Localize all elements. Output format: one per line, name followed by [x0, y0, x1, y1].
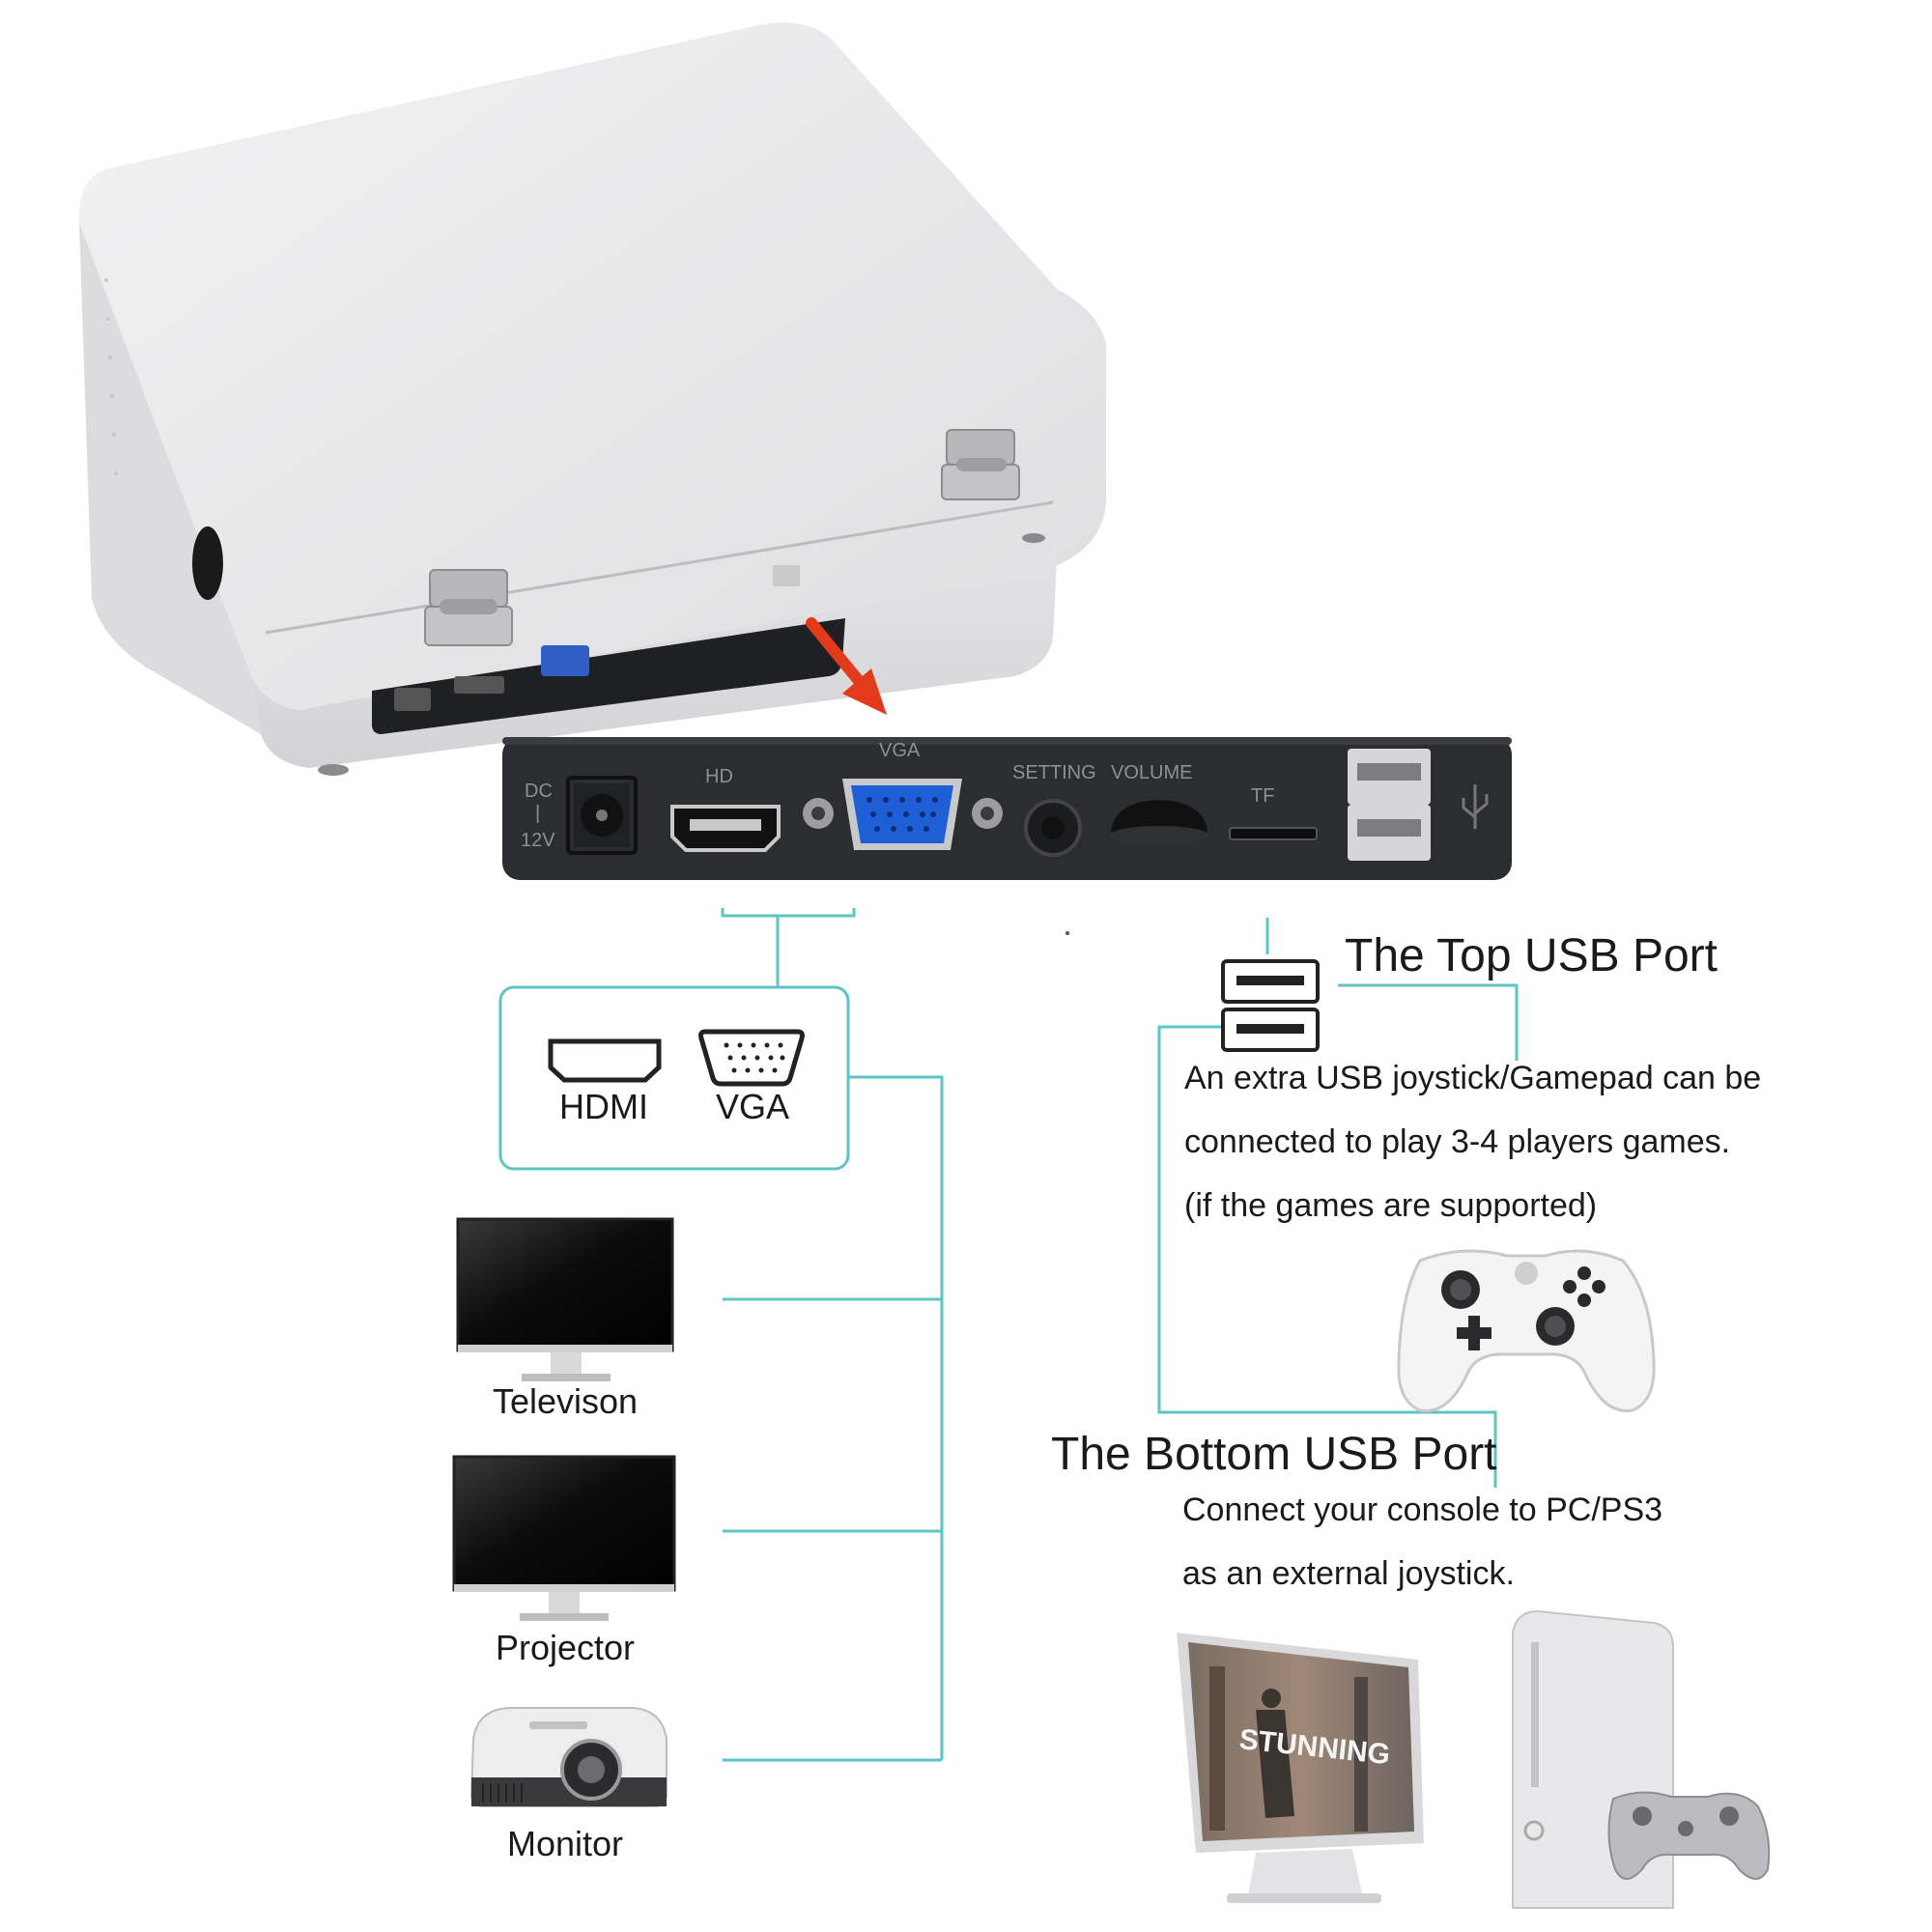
- projector-screen-icon: [452, 1455, 676, 1621]
- top-usb-title: The Top USB Port: [1345, 930, 1718, 981]
- panel-vga-label: VGA: [879, 740, 921, 761]
- stray-dot: [1065, 931, 1069, 935]
- panel-dc-label: DC: [525, 781, 553, 802]
- connector-lines: [498, 908, 1519, 1762]
- television-icon: [456, 1217, 674, 1381]
- pc-monitor-icon: STUNNING: [1177, 1633, 1424, 1903]
- device-label-television: Televison: [492, 1381, 639, 1421]
- top-usb-line-1: An extra USB joystick/Gamepad can be: [1184, 1060, 1762, 1096]
- volume-wheel: [1109, 800, 1209, 845]
- vga-label: VGA: [715, 1087, 790, 1126]
- gamepad-icon: [1397, 1249, 1656, 1412]
- projector-icon: [469, 1707, 668, 1807]
- usb-ports: [1348, 749, 1431, 861]
- double-usb-icon: [1221, 959, 1320, 1052]
- vga-icon: [698, 1029, 805, 1087]
- hdmi-icon: [548, 1038, 662, 1083]
- usb-symbol-icon: [1462, 784, 1489, 829]
- hinge-right: [941, 429, 1020, 500]
- setting-button: [1024, 799, 1082, 857]
- rear-io-panel: DC | 12V HD VGA SETTING VOLUME TF: [502, 737, 1512, 880]
- red-arrow-icon: [806, 617, 887, 715]
- dc-power-jack: [566, 776, 638, 855]
- hinge-left: [424, 569, 513, 646]
- panel-tf-label: TF: [1251, 785, 1274, 807]
- game-console-icon: [1512, 1609, 1771, 1909]
- hdmi-label: HDMI: [559, 1087, 648, 1126]
- bottom-usb-line-1: Connect your console to PC/PS3: [1182, 1492, 1663, 1528]
- device-label-projector: Projector: [495, 1628, 636, 1667]
- hdmi-port: [670, 805, 781, 852]
- panel-volume-label: VOLUME: [1111, 762, 1192, 783]
- bottom-usb-title: The Bottom USB Port: [1051, 1429, 1497, 1480]
- top-usb-line-2: connected to play 3-4 players games.: [1184, 1123, 1731, 1160]
- svg-text:|: |: [535, 803, 540, 824]
- device-label-monitor: Monitor: [506, 1824, 624, 1863]
- panel-setting-label: SETTING: [1012, 762, 1096, 783]
- arcade-console-case: [78, 22, 1106, 776]
- vga-port: [803, 779, 1003, 850]
- bottom-usb-line-2: as an external joystick.: [1182, 1555, 1515, 1592]
- top-usb-line-3: (if the games are supported): [1184, 1187, 1598, 1224]
- panel-dc-volt: 12V: [521, 830, 555, 851]
- tf-card-slot: [1229, 827, 1318, 840]
- panel-hd-label: HD: [705, 766, 733, 787]
